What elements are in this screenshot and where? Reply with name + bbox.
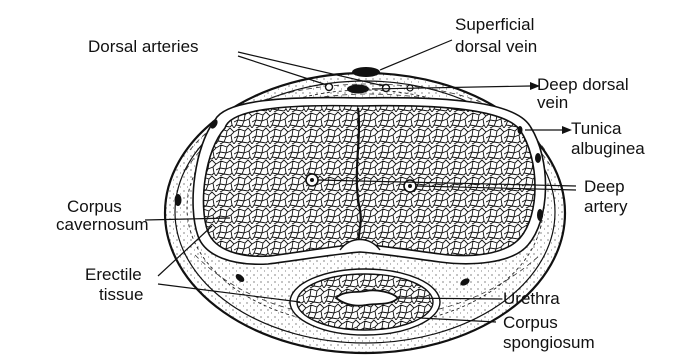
label-corpus-cavernosum-line2: cavernosum xyxy=(56,216,149,234)
label-erectile-tissue-line1: Erectile xyxy=(85,266,142,284)
label-corpus-spongiosum-line2: spongiosum xyxy=(503,334,595,352)
label-tunica-albuginea-line2: albuginea xyxy=(571,140,645,158)
fascia-vessel xyxy=(518,126,523,134)
label-superficial-dorsal-vein-line1: Superficial xyxy=(455,16,534,34)
label-tunica-albuginea-line1: Tunica xyxy=(571,120,621,138)
label-urethra: Urethra xyxy=(503,290,560,308)
fascia-vessel xyxy=(537,209,543,221)
fascia-vessel xyxy=(535,153,541,163)
label-corpus-cavernosum-line1: Corpus xyxy=(67,198,122,216)
label-corpus-spongiosum-line1: Corpus xyxy=(503,314,558,332)
corpus-cavernosum-tissue xyxy=(190,95,550,265)
superficial-dorsal-vein xyxy=(352,67,380,77)
label-superficial-dorsal-vein-line2: dorsal vein xyxy=(455,38,537,56)
urethra xyxy=(336,290,398,305)
label-deep-artery-line1: Deep xyxy=(584,178,625,196)
fascia-vessel xyxy=(175,194,182,206)
label-deep-artery-line2: artery xyxy=(584,198,627,216)
label-dorsal-arteries: Dorsal arteries xyxy=(88,38,199,56)
label-deep-dorsal-vein-line1: Deep dorsal xyxy=(537,76,629,94)
deep-artery-left xyxy=(306,174,318,186)
label-erectile-tissue-line2: tissue xyxy=(99,286,143,304)
leader-dorsal-arteries-left xyxy=(238,56,327,85)
label-deep-dorsal-vein-line2: vein xyxy=(537,94,568,112)
deep-dorsal-vein xyxy=(347,85,369,94)
leader-superficial-dorsal-vein xyxy=(380,40,452,70)
